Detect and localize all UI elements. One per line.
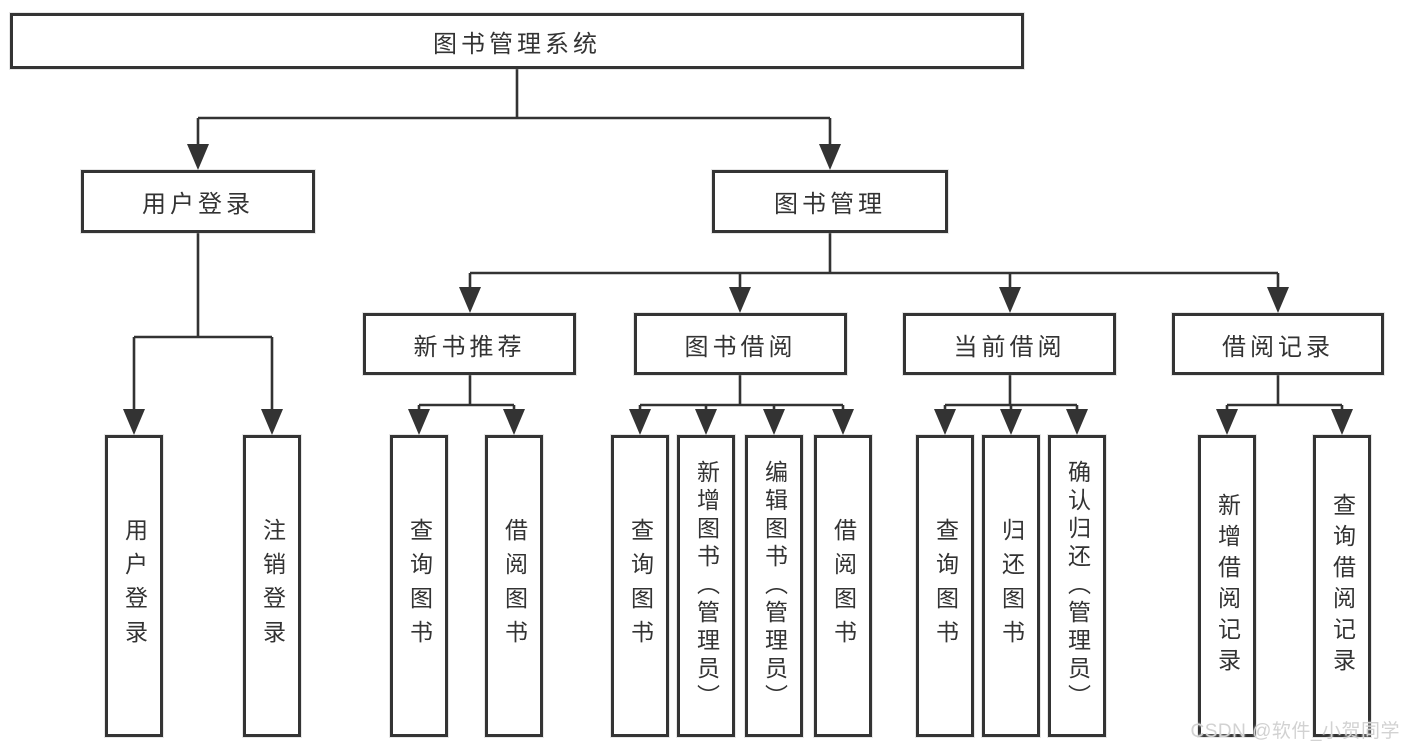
leaf-query-books: 查询图书	[916, 435, 974, 737]
leaf-label: 确认归还（管理员）	[1064, 460, 1091, 712]
node-label: 图书管理	[774, 191, 886, 218]
node-user-login: 用户登录	[81, 170, 315, 233]
leaf-label: 编辑图书（管理员）	[761, 460, 788, 712]
leaf-edit-book-admin: 编辑图书（管理员）	[745, 435, 803, 737]
node-borrowing-records: 借阅记录	[1172, 313, 1384, 375]
leaf-add-borrow-record: 新增借阅记录	[1198, 435, 1256, 737]
leaf-label: 查询图书	[932, 518, 959, 654]
leaf-add-book-admin: 新增图书（管理员）	[677, 435, 735, 737]
leaf-query-books: 查询图书	[611, 435, 669, 737]
node-book-management: 图书管理	[712, 170, 948, 233]
leaf-return-book: 归还图书	[982, 435, 1040, 737]
leaf-label: 查询借阅记录	[1329, 493, 1356, 679]
leaf-borrow-books: 借阅图书	[814, 435, 872, 737]
leaf-logout: 注销登录	[243, 435, 301, 737]
leaf-label: 查询图书	[627, 518, 654, 654]
node-label: 用户登录	[142, 191, 254, 218]
watermark: CSDN @软件_小贺同学	[1190, 721, 1400, 742]
leaf-label: 新增图书（管理员）	[693, 460, 720, 712]
leaf-user-login: 用户登录	[105, 435, 163, 737]
node-label: 当前借阅	[953, 333, 1066, 361]
leaf-label: 注销登录	[259, 518, 286, 654]
leaf-label: 借阅图书	[830, 518, 857, 654]
node-label: 借阅记录	[1222, 333, 1334, 361]
node-current-borrowing: 当前借阅	[903, 313, 1116, 375]
node-library-system: 图书管理系统	[10, 13, 1024, 69]
leaf-confirm-return-admin: 确认归还（管理员）	[1048, 435, 1106, 737]
node-book-borrowing: 图书借阅	[634, 313, 847, 375]
node-label: 图书借阅	[684, 333, 797, 361]
leaf-label: 新增借阅记录	[1214, 493, 1241, 679]
leaf-label: 借阅图书	[501, 518, 528, 654]
leaf-label: 归还图书	[998, 518, 1025, 654]
node-new-book-recommend: 新书推荐	[363, 313, 576, 375]
leaf-label: 查询图书	[406, 518, 433, 654]
node-label: 图书管理系统	[433, 30, 601, 58]
leaf-borrow-books: 借阅图书	[485, 435, 543, 737]
leaf-label: 用户登录	[121, 518, 148, 654]
node-label: 新书推荐	[413, 333, 526, 361]
leaf-query-books: 查询图书	[390, 435, 448, 737]
leaf-query-borrow-record: 查询借阅记录	[1313, 435, 1371, 737]
